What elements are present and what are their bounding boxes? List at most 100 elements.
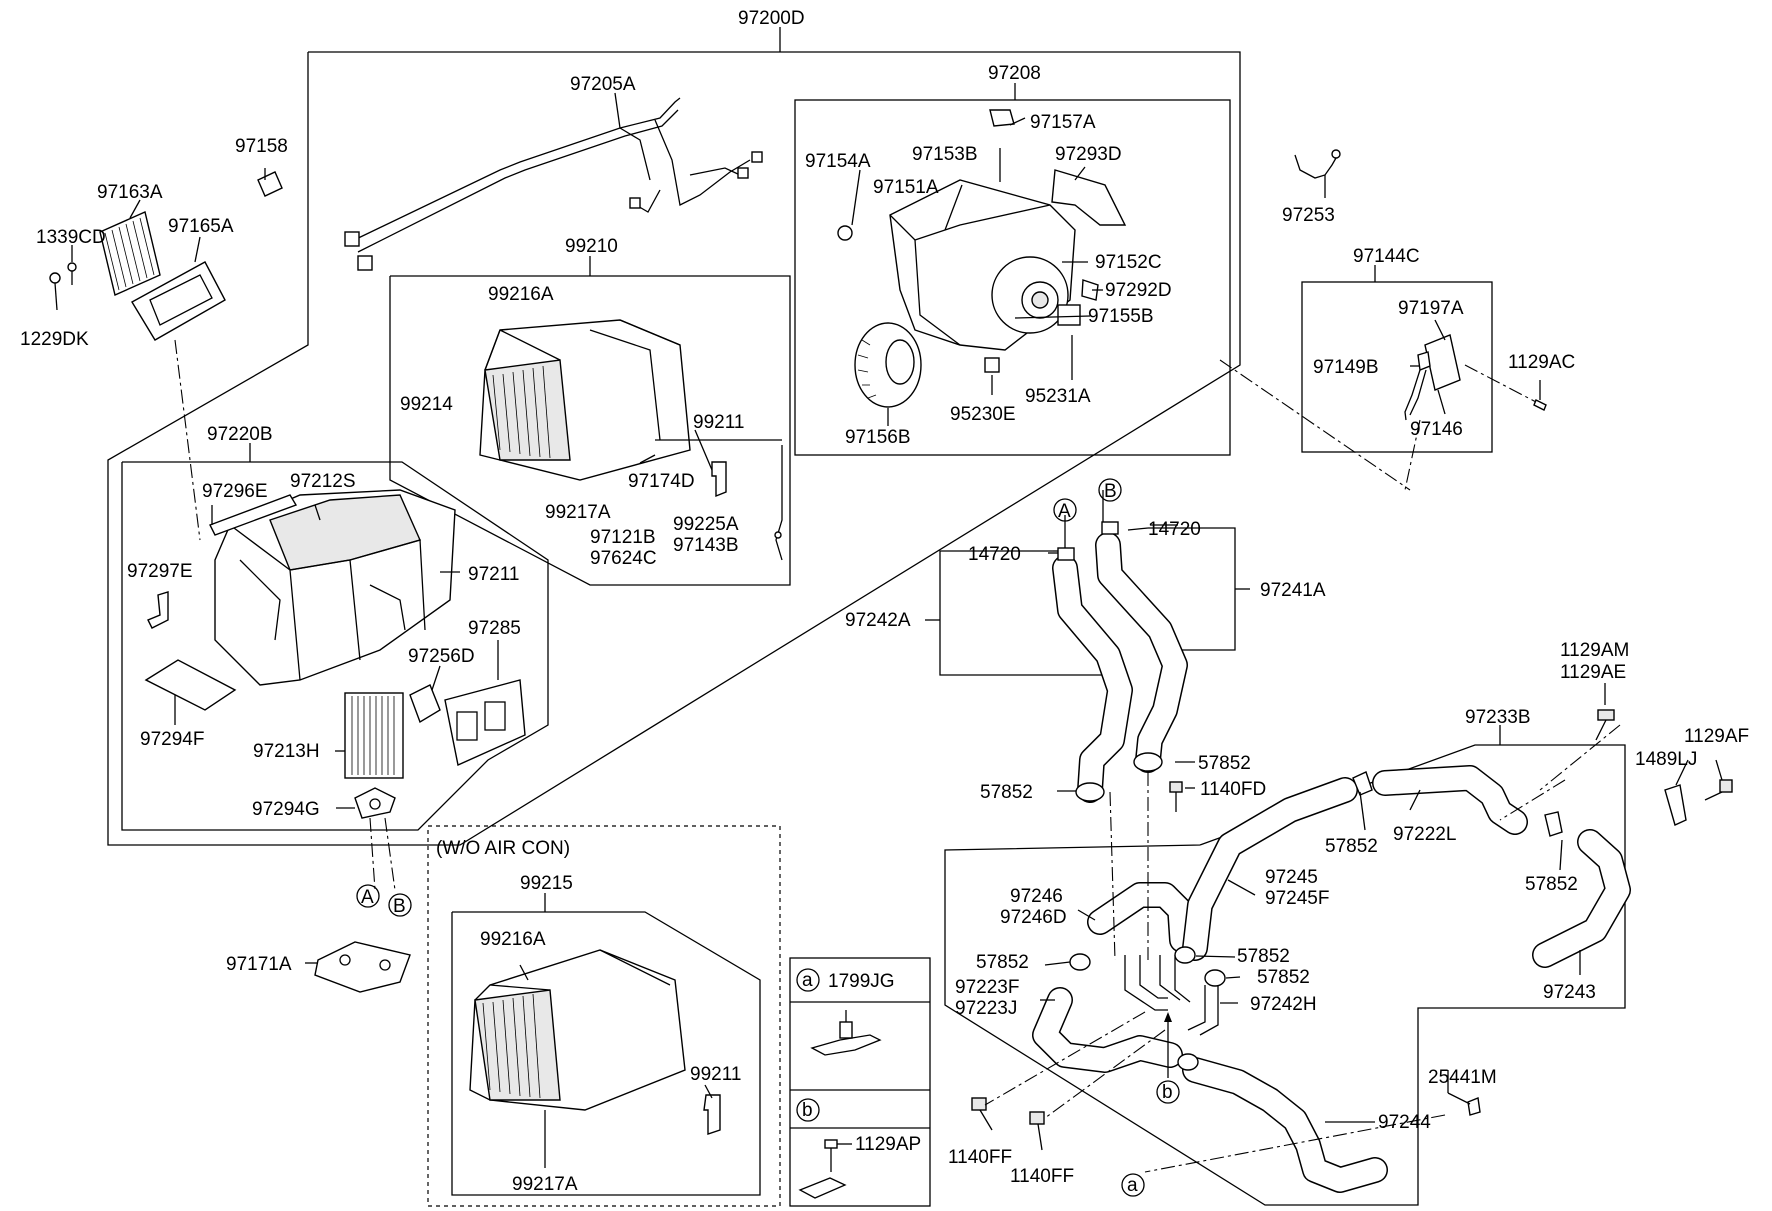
- label-97205a: 97205A: [570, 74, 636, 95]
- label-97151a: 97151A: [873, 177, 939, 198]
- label-97223j: 97223J: [955, 998, 1017, 1019]
- label-57852-6: 57852: [1237, 946, 1290, 967]
- marker-A-heater: A: [361, 887, 374, 908]
- label-97157a: 97157A: [1030, 112, 1096, 133]
- label-97212s: 97212S: [290, 471, 356, 492]
- label-99214: 99214: [400, 394, 453, 415]
- label-97208: 97208: [988, 63, 1041, 84]
- label-57852-7: 57852: [1257, 967, 1310, 988]
- marker-circle-B-left: [388, 893, 412, 917]
- label-1140ff-1: 1140FF: [948, 1147, 1012, 1168]
- label-95230e: 95230E: [950, 404, 1016, 425]
- filter-group: [49, 168, 283, 541]
- label-wo-aircon: (W/O AIR CON): [436, 838, 570, 859]
- label-1140fd: 1140FD: [1200, 779, 1266, 800]
- label-97211: 97211: [468, 564, 519, 585]
- label-1489lj: 1489LJ: [1635, 749, 1697, 770]
- label-97153b: 97153B: [912, 144, 978, 165]
- label-97245f: 97245F: [1265, 888, 1329, 909]
- label-99215: 99215: [520, 873, 573, 894]
- label-1129ae: 1129AE: [1560, 662, 1626, 683]
- label-99225a: 99225A: [673, 514, 739, 535]
- label-97213h: 97213H: [253, 741, 320, 762]
- marker-b-hose: b: [1162, 1082, 1173, 1103]
- marker-b-legend: b: [802, 1100, 813, 1121]
- marker-a-legend: a: [802, 970, 813, 991]
- label-97244: 97244: [1378, 1112, 1431, 1133]
- label-97155b: 97155B: [1088, 306, 1154, 327]
- label-95231a: 95231A: [1025, 386, 1091, 407]
- main-assembly-outline: [107, 27, 1241, 846]
- label-97146: 97146: [1410, 419, 1463, 440]
- label-97294g: 97294G: [252, 799, 320, 820]
- label-97297e: 97297E: [127, 561, 193, 582]
- actuator-group: [1301, 265, 1547, 491]
- blower-unit-group: [794, 83, 1231, 456]
- label-97233b: 97233B: [1465, 707, 1531, 728]
- label-97246d: 97246D: [1000, 907, 1067, 928]
- sensor-97253: [1294, 149, 1341, 198]
- label-97292d: 97292D: [1105, 280, 1172, 301]
- label-99217a: 99217A: [545, 502, 611, 523]
- marker-B-heater: B: [393, 896, 406, 917]
- evaporator-case-group: [389, 256, 791, 586]
- label-97222l: 97222L: [1393, 824, 1456, 845]
- label-97171a: 97171A: [226, 954, 292, 975]
- label-1129am: 1129AM: [1560, 640, 1629, 661]
- label-97158: 97158: [235, 136, 288, 157]
- label-99211: 99211: [693, 412, 744, 433]
- label-1129ap: 1129AP: [855, 1134, 921, 1155]
- bolt-1129am: [1595, 709, 1615, 741]
- wo-aircon-group: [427, 825, 781, 1207]
- label-14720-b: 14720: [1148, 519, 1201, 540]
- label-99210: 99210: [565, 236, 618, 257]
- label-97294f: 97294F: [140, 729, 204, 750]
- wiring-harness: [344, 92, 763, 271]
- bolt-1140fd: [1169, 781, 1183, 812]
- label-wo-99217a: 99217A: [512, 1174, 578, 1195]
- label-97296e: 97296E: [202, 481, 268, 502]
- marker-circle-A-left: [356, 884, 380, 908]
- label-97154a: 97154A: [805, 151, 871, 172]
- seal-97171a: [305, 941, 411, 993]
- label-97152c: 97152C: [1095, 252, 1162, 273]
- label-97243: 97243: [1543, 982, 1596, 1003]
- label-layer: 97200D 97205A 97208 97158 97163A 97165A …: [20, 8, 1749, 1196]
- label-14720-a: 14720: [968, 544, 1021, 565]
- label-97197a: 97197A: [1398, 298, 1464, 319]
- label-57852-4: 57852: [1525, 874, 1578, 895]
- label-1129ac: 1129AC: [1508, 352, 1575, 373]
- label-97144c: 97144C: [1353, 246, 1420, 267]
- bolt-1129af: [1704, 779, 1733, 801]
- label-97624c: 97624C: [590, 548, 657, 569]
- bolt-1140ff-left: [971, 1097, 993, 1131]
- blower-to-actuator-dash: [1219, 359, 1411, 491]
- marker-A-hose: A: [1058, 501, 1071, 522]
- label-99216a: 99216A: [488, 284, 554, 305]
- hoses-group: [925, 478, 1733, 1206]
- label-97242h: 97242H: [1250, 994, 1317, 1015]
- label-57852-1: 57852: [1198, 753, 1251, 774]
- label-97293d: 97293D: [1055, 144, 1122, 165]
- label-97285: 97285: [468, 618, 521, 639]
- label-1339cd: 1339CD: [36, 227, 106, 248]
- marker-B-hose: B: [1104, 481, 1117, 502]
- label-97253: 97253: [1282, 205, 1335, 226]
- label-57852-5: 57852: [976, 952, 1029, 973]
- label-97220b: 97220B: [207, 424, 273, 445]
- label-97223f: 97223F: [955, 977, 1019, 998]
- label-57852-3: 57852: [1325, 836, 1378, 857]
- label-57852-2: 57852: [980, 782, 1033, 803]
- label-97121b: 97121B: [590, 527, 656, 548]
- label-wo-99216a: 99216A: [480, 929, 546, 950]
- label-97143b: 97143B: [673, 535, 739, 556]
- label-97163a: 97163A: [97, 182, 163, 203]
- label-97242a: 97242A: [845, 610, 911, 631]
- label-97246: 97246: [1010, 886, 1063, 907]
- bracket-1489lj: [1664, 784, 1687, 826]
- label-97200d: 97200D: [738, 8, 805, 29]
- label-1129af: 1129AF: [1684, 726, 1749, 747]
- bolt-1140ff-right: [1029, 1111, 1045, 1151]
- label-97156b: 97156B: [845, 427, 911, 448]
